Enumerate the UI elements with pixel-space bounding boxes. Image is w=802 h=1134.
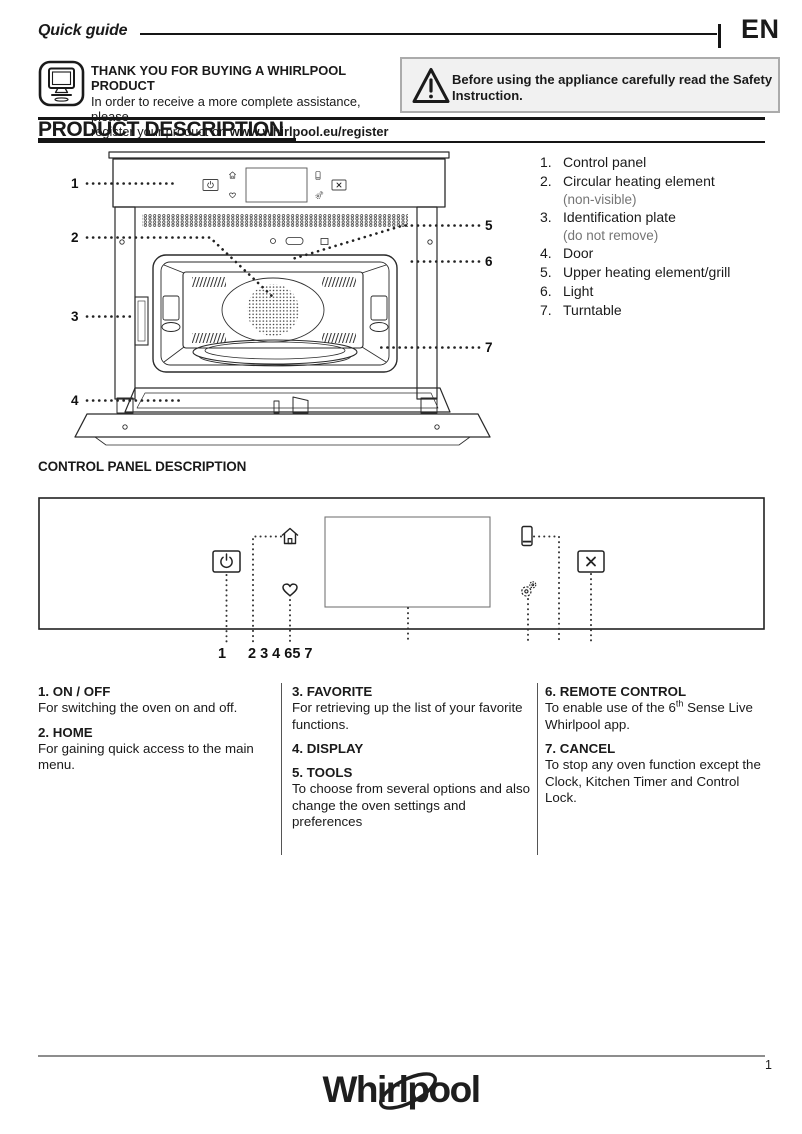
panel-leader-lines xyxy=(225,535,592,644)
open-door xyxy=(74,387,491,446)
list-item: 3.Identification plate xyxy=(540,209,676,225)
warning-triangle-icon xyxy=(410,65,452,112)
panel-callout-rest: 2 3 4 65 7 xyxy=(248,646,313,662)
oven-cavity xyxy=(152,254,398,373)
product-description-title: PRODUCT DESCRIPTION xyxy=(38,118,284,141)
display-screen xyxy=(324,516,491,608)
power-button xyxy=(212,550,241,573)
function-desc: To choose from several options and also … xyxy=(292,781,530,829)
function-title: 1. ON / OFF xyxy=(38,684,111,699)
oven-cabinet xyxy=(108,151,450,400)
parts-list: 1.Control panel 2.Circular heating eleme… xyxy=(540,153,775,320)
turntable-graphic xyxy=(192,339,358,367)
list-item-note: (non-visible) xyxy=(563,192,637,207)
whirlpool-wordmark: Whirlpool xyxy=(322,1069,479,1110)
identification-plate xyxy=(134,296,149,346)
circular-heating-element-area xyxy=(221,277,325,343)
list-item: 5.Upper heating element/grill xyxy=(540,264,731,280)
register-url-link[interactable]: www.whirlpool.eu/register xyxy=(229,124,389,139)
oven-callout-2: 2 xyxy=(71,230,79,245)
list-item-note: (do not remove) xyxy=(563,228,659,243)
oven-callout-1: 1 xyxy=(71,176,79,191)
register-line2-prefix: register your product on xyxy=(91,124,230,139)
panel-outline xyxy=(38,497,765,630)
safety-warning-box: Before using the appliance carefully rea… xyxy=(400,57,780,113)
function-title: 5. TOOLS xyxy=(292,765,353,780)
function-column-1: 1. ON / OFF For switching the oven on an… xyxy=(38,683,281,855)
warning-line1: Before using the appliance carefully rea… xyxy=(452,72,773,87)
function-column-3: 6. REMOTE CONTROL To enable use of the 6… xyxy=(537,683,765,855)
function-desc: For gaining quick access to the main men… xyxy=(38,740,254,773)
oven-callout-6: 6 xyxy=(485,254,493,269)
list-item: 6.Light xyxy=(540,283,594,299)
back-wall-hatching xyxy=(192,277,356,343)
control-panel-description-title: CONTROL PANEL DESCRIPTION xyxy=(38,459,247,474)
function-column-2: 3. FAVORITE For retrieving up the list o… xyxy=(281,683,537,855)
list-item: 2.Circular heating element xyxy=(540,173,715,189)
panel-callout-1: 1 xyxy=(218,646,226,662)
footer-rule xyxy=(38,1055,765,1057)
page-number: 1 xyxy=(765,1058,772,1072)
function-title: 6. REMOTE CONTROL xyxy=(545,684,687,699)
function-desc: To stop any oven function except the Clo… xyxy=(545,757,761,805)
vent-holes xyxy=(142,214,408,227)
function-desc: For switching the oven on and off. xyxy=(38,700,238,715)
section-rule-top xyxy=(38,117,765,120)
whirlpool-logo: Whirlpool xyxy=(286,1061,516,1124)
oven-callout-4: 4 xyxy=(71,393,79,408)
function-title: 3. FAVORITE xyxy=(292,684,373,699)
logo-swirl xyxy=(379,1072,437,1110)
computer-monitor-icon xyxy=(38,60,85,112)
section-rule-bottom xyxy=(38,141,765,143)
side-brackets xyxy=(161,295,389,332)
title-underline xyxy=(38,138,296,143)
doc-type-title: Quick guide xyxy=(38,22,128,39)
header-divider-bar xyxy=(718,24,721,48)
function-desc: To enable use of the 6th Sense Live Whir… xyxy=(545,698,753,732)
register-line2: register your product on www.whirlpool.e… xyxy=(91,124,401,139)
callout-leader-lines xyxy=(85,182,481,402)
list-item: 1.Control panel xyxy=(540,154,647,170)
header-rule xyxy=(140,33,717,35)
oven-diagram: 1 2 3 4 5 6 7 xyxy=(65,150,500,455)
oven-callout-5: 5 xyxy=(485,218,493,233)
cavity-ceiling-details xyxy=(270,237,329,245)
function-desc: For retrieving up the list of your favor… xyxy=(292,700,523,732)
register-line1: In order to receive a more complete assi… xyxy=(91,94,361,124)
list-item: 7.Turntable xyxy=(540,302,622,318)
oven-control-strip xyxy=(202,167,347,203)
cancel-button xyxy=(577,550,605,573)
language-code: EN xyxy=(741,14,780,44)
warning-line2: Instruction. xyxy=(452,87,523,103)
function-title: 4. DISPLAY xyxy=(292,741,364,756)
register-title: THANK YOU FOR BUYING A WHIRLPOOL PRODUCT xyxy=(91,63,346,93)
function-descriptions: 1. ON / OFF For switching the oven on an… xyxy=(38,683,765,855)
oven-callout-3: 3 xyxy=(71,309,79,324)
register-text-block: THANK YOU FOR BUYING A WHIRLPOOL PRODUCT… xyxy=(91,63,401,139)
oven-callout-7: 7 xyxy=(485,340,493,355)
function-title: 7. CANCEL xyxy=(545,741,616,756)
function-title: 2. HOME xyxy=(38,724,93,740)
control-panel-diagram: 1 2 3 4 65 7 xyxy=(38,497,765,668)
warning-text: Before using the appliance carefully rea… xyxy=(452,72,772,103)
list-item: 4.Door xyxy=(540,245,594,261)
oven-display-screen xyxy=(245,167,308,203)
